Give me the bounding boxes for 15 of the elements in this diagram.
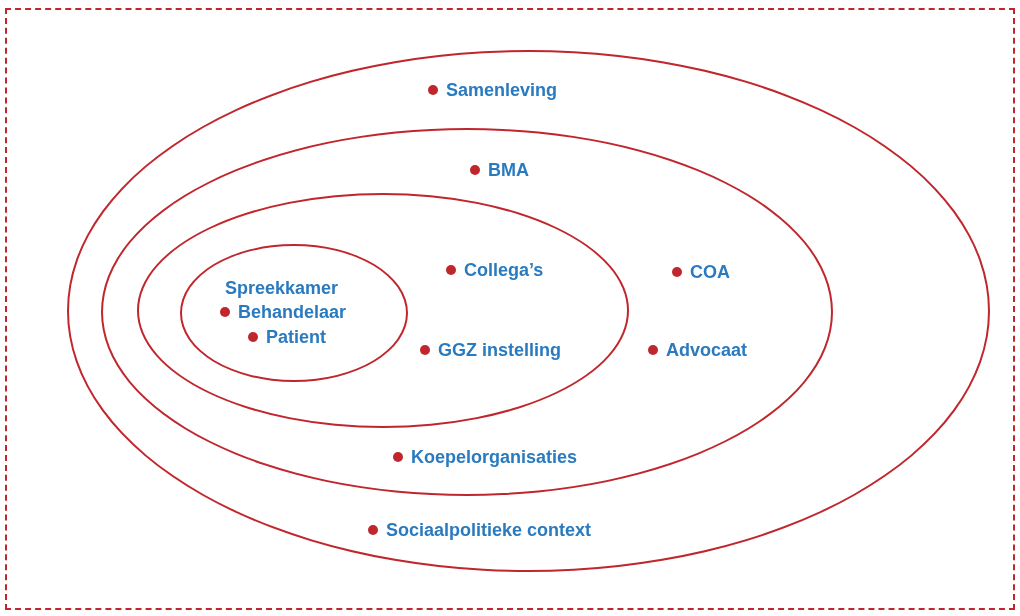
ellipse-heading: Spreekkamer: [225, 277, 339, 299]
list-item-text: Sociaalpolitieke context: [386, 519, 592, 541]
ellipse: [137, 193, 629, 428]
list-item-text: GGZ instelling: [438, 339, 561, 361]
list-item-text: BMA: [488, 159, 529, 181]
ellipse: [67, 50, 990, 572]
ellipse: [101, 128, 833, 496]
list-item-text: COA: [690, 261, 730, 283]
list-item-text: Advocaat: [666, 339, 748, 361]
list-item-text: Samenleving: [446, 79, 558, 101]
list-item-text: Behandelaar: [238, 301, 347, 323]
list-item-text: Koepelorganisaties: [411, 446, 578, 468]
list-item-text: Collega’s: [464, 259, 544, 281]
list-item-text: Patient: [266, 326, 326, 348]
ellipse: [180, 244, 408, 382]
